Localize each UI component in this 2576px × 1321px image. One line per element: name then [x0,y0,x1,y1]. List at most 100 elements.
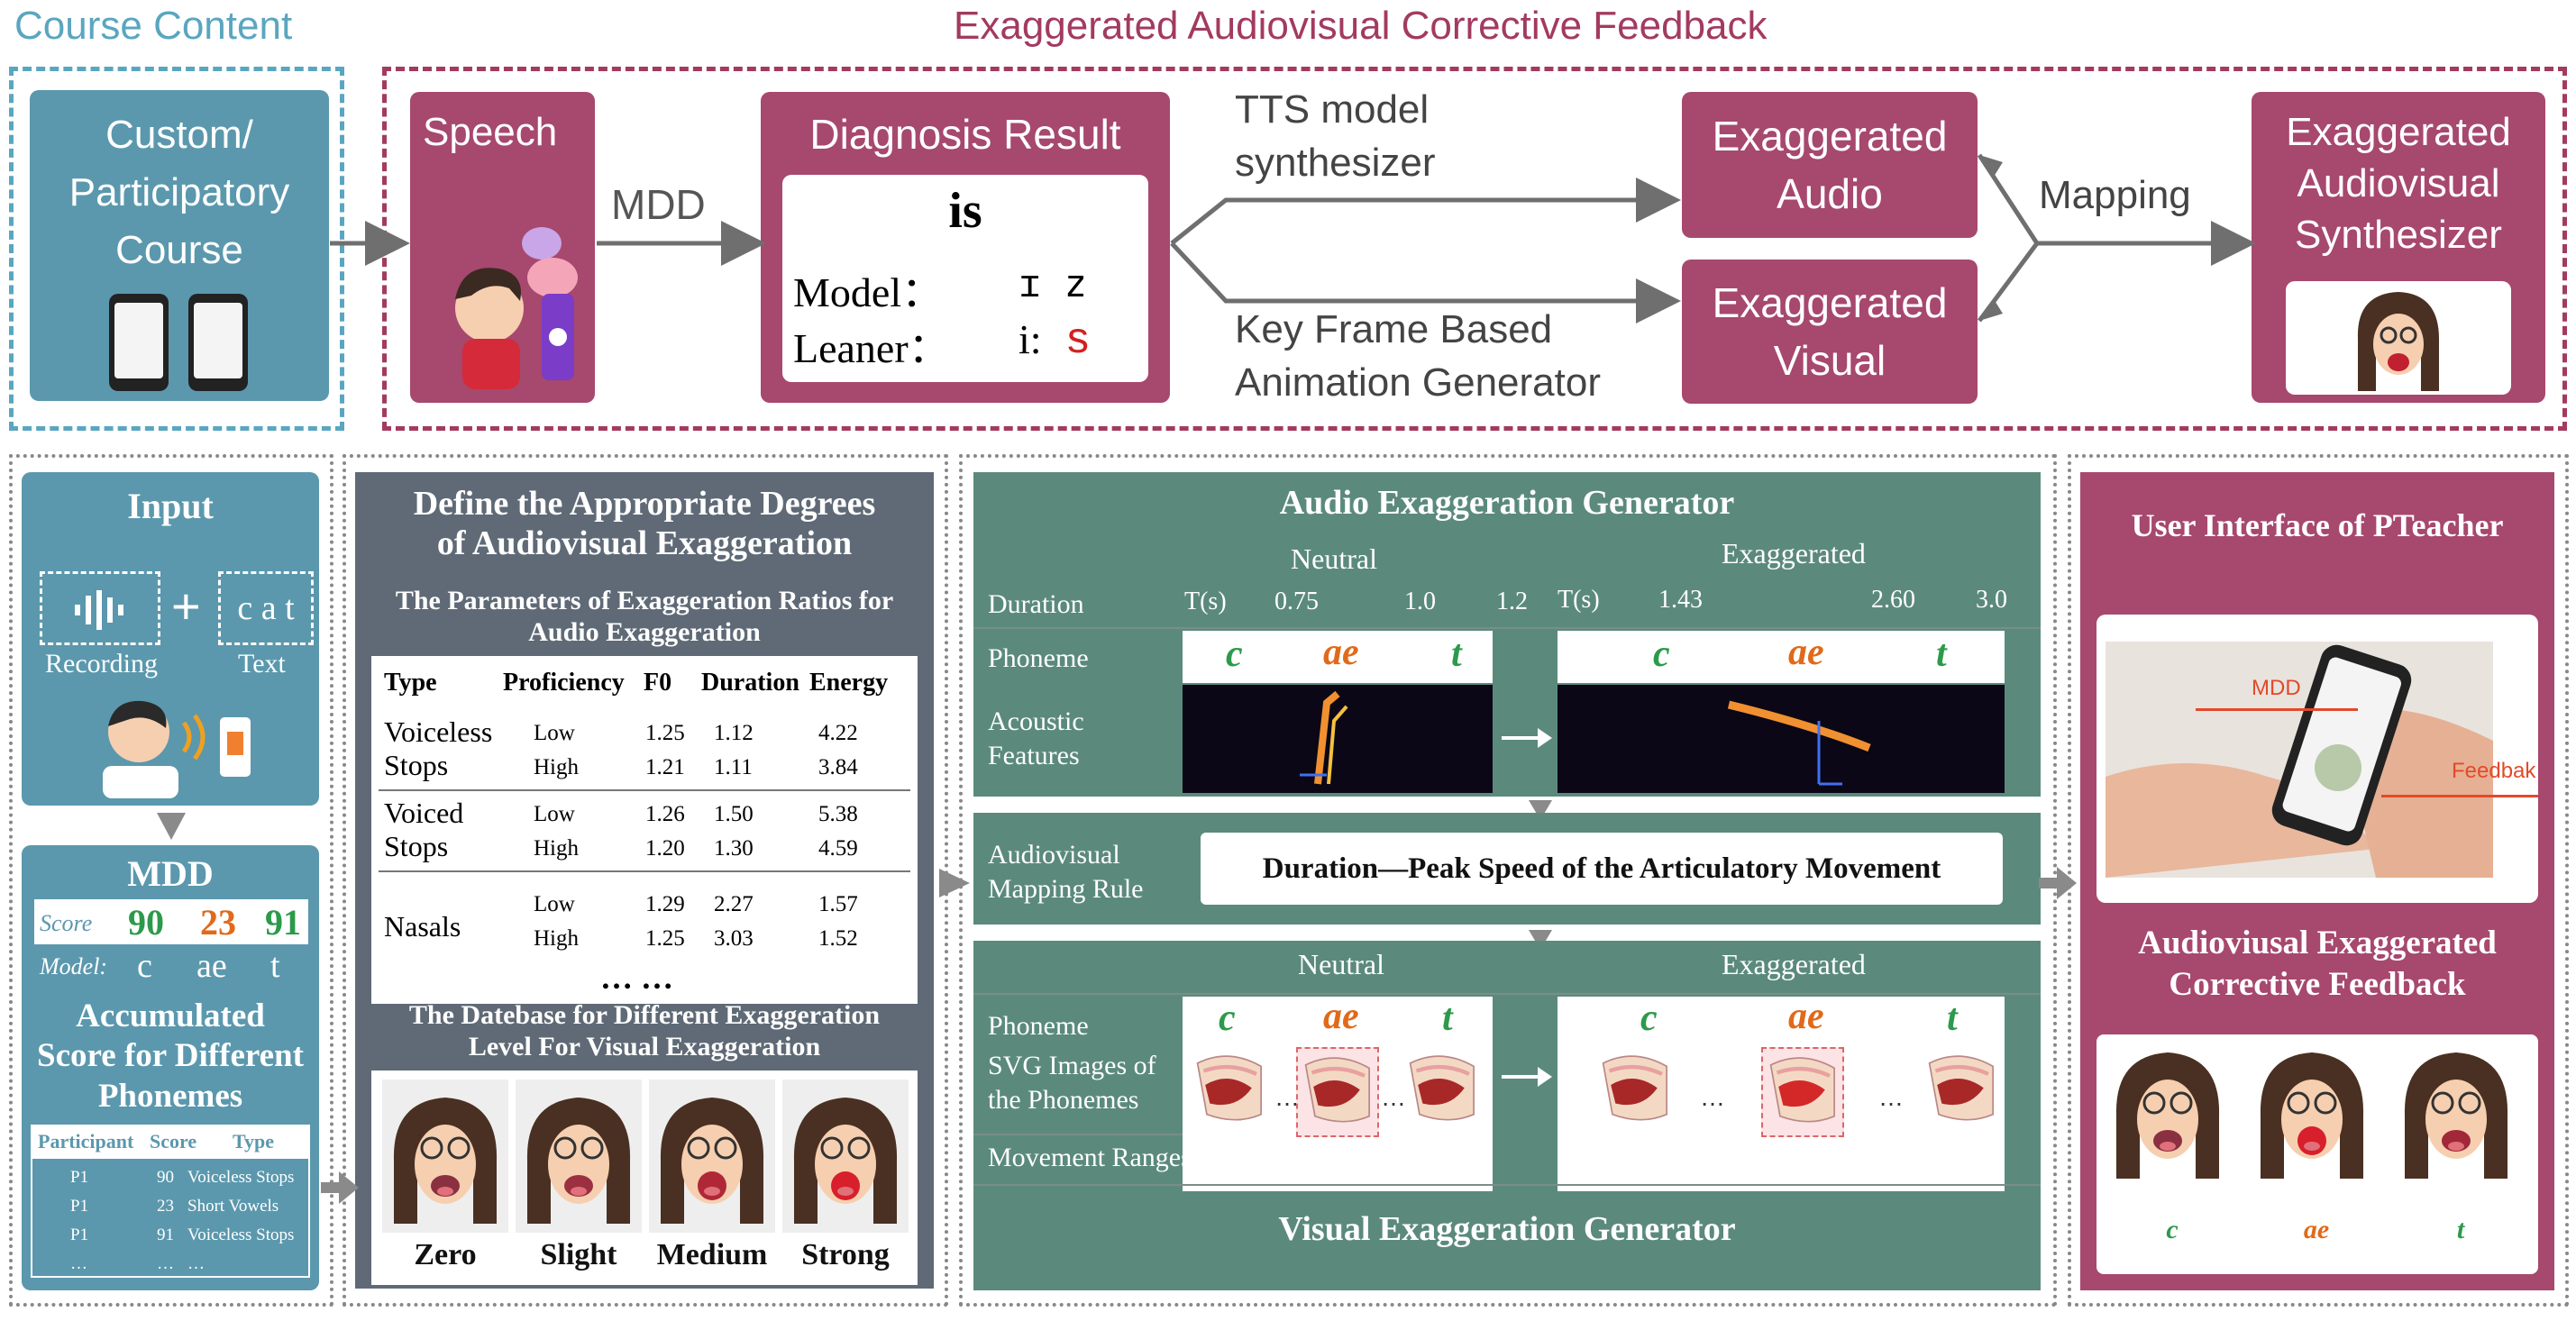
visual-generator-panel: Neutral Exaggerated Phoneme c ae t …… c … [973,941,2041,1290]
exag-tick-1: 2.60 [1871,586,1915,614]
ui-face-2 [2398,1043,2524,1188]
duration-label: Duration [988,589,1084,619]
params-cell: Low [534,721,575,745]
speech-box: Speech [410,92,595,403]
mouth-dots: … [1274,1083,1300,1111]
custom-course-label: Custom/ Participatory Course [69,113,290,272]
audio-params-table: Type Proficiency F0 Duration Energy Voic… [371,656,918,1004]
model-row-label: Model: [40,953,108,979]
params-cell: High [534,926,579,951]
waveform-icon [75,590,123,630]
mapping-rule-label: Audiovisual Mapping Rule [988,840,1144,904]
neutral-phoneme-ae: ae [1323,632,1359,673]
score-divider [34,944,308,989]
feedback-tag: Feedbak [2452,759,2536,783]
mouth-dots: … [1878,1083,1904,1111]
define-title: Define the Appropriate Degrees of Audiov… [413,485,876,562]
course-content-header: Course Content [14,4,293,48]
text-box: c a t [218,571,314,645]
params-header-duration: Duration [701,669,799,697]
mouth-dots: … [1381,1083,1406,1111]
audio-to-mapping-arrow [1529,800,1552,820]
visual-exag-strip: c ae t …… [1557,996,2005,1191]
mapping-to-visual-arrow [1529,930,1552,950]
acc-cell: 90 [157,1168,174,1187]
params-type-label: Nasals [384,910,461,943]
acc-cell: Voiceless Stops [187,1168,295,1187]
visual-neutral-label: Neutral [1298,948,1384,980]
exag-phoneme-c: c [1653,633,1670,675]
top-arrows [330,153,2256,323]
acc-cell: Short Vowels [187,1197,279,1216]
score-value-c: 90 [128,902,164,943]
audio-generator-title: Audio Exaggeration Generator [1279,484,1735,522]
params-header-type: Type [384,669,437,697]
visual-exag-phoneme-ae: ae [1788,996,1824,1037]
cartoon-face-icon [2115,1052,2220,1179]
exaggerated-visual-box: Exaggerated Visual [1682,260,1978,404]
visual-neutral-strip: c ae t …… [1183,996,1493,1191]
feedback-header: Exaggerated Audiovisual Corrective Feedb… [954,4,1768,48]
acoustic-features-label: Acoustic Features [988,706,1084,770]
cartoon-face-icon [2357,292,2439,391]
exag-tick-2: 3.0 [1976,586,2007,614]
level-label: Medium [656,1238,768,1271]
level-face-2 [649,1080,775,1233]
input-panel: Input + c a t Recording Text [22,472,319,806]
params-cell: 1.25 [645,926,685,951]
input-to-define-arrow [321,1171,359,1204]
diagnosis-title: Diagnosis Result [809,111,1121,158]
input-frame [9,454,333,1307]
params-cell: 4.22 [818,721,858,745]
diagnosis-box: Diagnosis Result is Model： ɪ z Leaner： i… [761,92,1170,403]
speech-label: Speech [423,110,558,154]
learner-phoneme-b: s [1067,314,1089,362]
cartoon-face-icon [526,1098,631,1224]
model-phoneme-c: c [137,947,152,985]
neutral-range-2: Zero [1424,1146,1475,1176]
acc-cell: P1 [70,1168,89,1187]
acc-header-participant: Participant [38,1130,134,1152]
visual-arrow [1502,1067,1552,1087]
svg-images-label: SVG Images of the Phonemes [988,1051,1156,1115]
cartoon-face-icon [2260,1052,2364,1179]
model-phoneme-ae: ae [196,947,227,985]
score-value-ae: 23 [200,902,236,943]
level-face-1 [516,1080,642,1233]
mdd-tag: MDD [2252,676,2301,700]
exag-range-2: Zero [1925,1143,1977,1172]
params-cell: 1.11 [714,755,753,779]
score-label: Score [40,910,93,936]
neutral-ts-label: T(s) [1184,588,1227,615]
ui-panel: User Interface of PTeacher MDD Feedbak A… [2080,472,2554,1290]
params-cell: Low [534,802,575,826]
recording-box [40,571,160,645]
cartoon-face-icon [793,1098,898,1224]
model-phoneme-t: t [270,947,280,985]
visual-exag-phoneme-c: c [1640,998,1658,1039]
params-cell: 1.30 [714,836,754,861]
params-cell: 4.59 [818,836,858,861]
cartoon-face-icon [393,1098,498,1224]
mouth-sagittal-icon [1190,1047,1273,1137]
course-content-frame [9,67,344,431]
params-header-energy: Energy [809,669,889,697]
params-cell: Low [534,892,575,916]
exag-phoneme-strip: c ae t [1557,631,2005,683]
acc-cell: 23 [157,1197,174,1216]
custom-course-box: Custom/ Participatory Course [30,90,329,401]
neutral-phoneme-strip: c ae t [1183,631,1493,683]
ui-face-phoneme: ae [2303,1215,2330,1244]
visual-neutral-phoneme-ae: ae [1323,996,1359,1037]
generator-to-ui-arrow [2039,867,2077,899]
acc-cell: 91 [157,1225,174,1244]
acc-cell: … [157,1254,174,1273]
input-down-arrow [157,813,186,840]
neutral-range-0: Zero [1217,1146,1268,1176]
mouth-sagittal-icon [1595,1047,1678,1137]
params-type-label: Voiced Stops [384,797,464,862]
params-cell: 1.25 [645,721,685,745]
cartoon-face-icon [660,1098,764,1224]
params-cell: 1.12 [714,721,754,745]
define-to-generator-arrow [939,869,970,897]
